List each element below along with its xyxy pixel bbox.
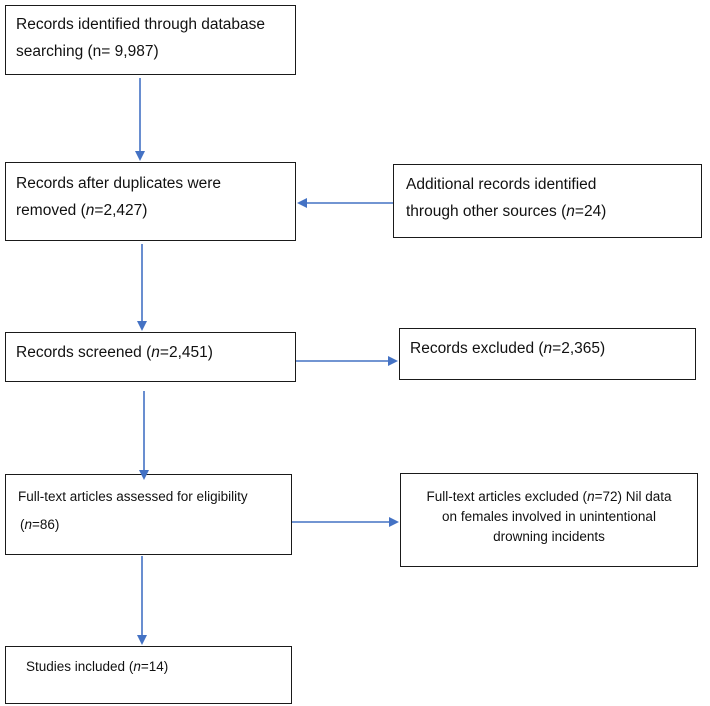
duplicates-line2: removed (n=2,427) xyxy=(16,202,148,219)
additional-line2: through other sources (n=24) xyxy=(406,203,607,220)
box-records-after-duplicates: Records after duplicates were removed (n… xyxy=(5,162,296,241)
records-identified-line1: Records identified through database xyxy=(16,16,266,33)
excluded-text: Records excluded (n=2,365) xyxy=(410,340,606,357)
fulltext-excluded-line2: on females involved in unintentional xyxy=(442,509,656,524)
additional-line1: Additional records identified xyxy=(406,176,597,193)
fulltext-excluded-line3: drowning incidents xyxy=(493,529,605,544)
included-text: Studies included (n=14) xyxy=(26,659,169,674)
fulltext-line1: Full-text articles assessed for eligibil… xyxy=(18,489,248,504)
box-records-screened: Records screened (n=2,451) xyxy=(5,332,296,382)
box-records-excluded: Records excluded (n=2,365) xyxy=(399,328,696,380)
box-fulltext-assessed: Full-text articles assessed for eligibil… xyxy=(5,474,292,555)
box-studies-included: Studies included (n=14) xyxy=(5,646,292,704)
fulltext-excluded-line1: Full-text articles excluded (n=72) Nil d… xyxy=(426,489,672,504)
screened-text: Records screened (n=2,451) xyxy=(16,344,213,361)
box-fulltext-excluded: Full-text articles excluded (n=72) Nil d… xyxy=(400,473,698,567)
records-identified-line2: searching (n= 9,987) xyxy=(16,43,159,60)
box-additional-records: Additional records identified through ot… xyxy=(393,164,702,238)
fulltext-line2: (n=86) xyxy=(20,517,60,532)
duplicates-line1: Records after duplicates were xyxy=(16,175,222,192)
box-records-identified: Records identified through database sear… xyxy=(5,5,296,75)
